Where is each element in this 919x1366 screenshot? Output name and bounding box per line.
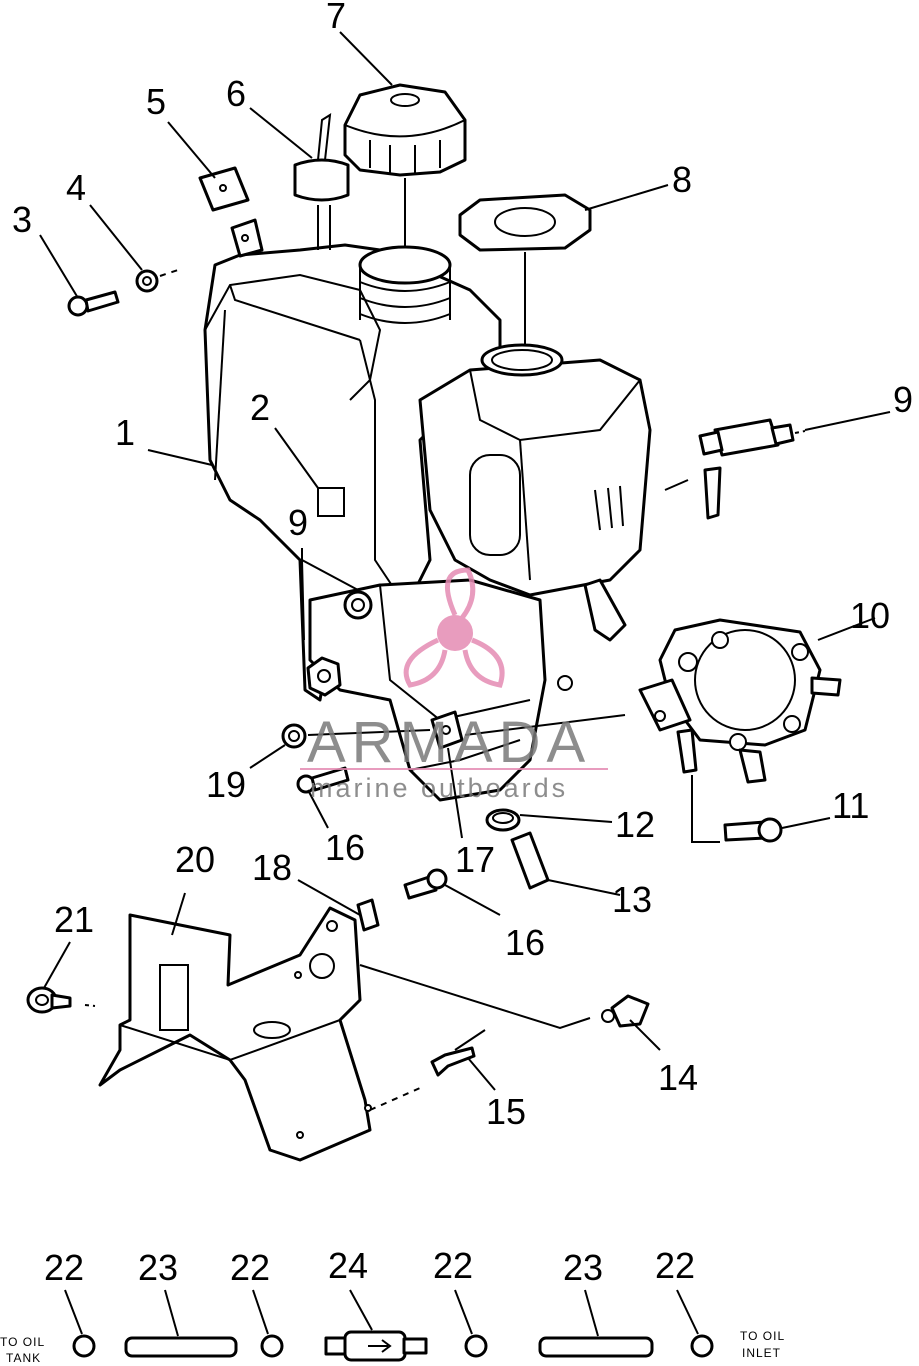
screw-part-16-lower xyxy=(403,868,448,900)
callout-24: 24 xyxy=(328,1245,368,1286)
spacer-part-18 xyxy=(356,898,380,932)
level-sender-part-6 xyxy=(293,113,350,250)
callout-13: 13 xyxy=(612,879,652,920)
watermark-tagline: marine outboards xyxy=(310,773,568,803)
callout-17: 17 xyxy=(455,839,495,880)
callout-23-b: 23 xyxy=(563,1247,603,1288)
inline-filter-part-24 xyxy=(324,1330,428,1362)
callout-2: 2 xyxy=(250,387,270,428)
callout-numbers: 7 6 5 4 3 8 1 2 9 9 10 19 11 12 16 17 20… xyxy=(12,0,913,1288)
armada-watermark: ARMADA marine outboards xyxy=(300,567,608,803)
callout-20: 20 xyxy=(175,839,215,880)
washer-part-4 xyxy=(135,269,179,293)
callout-3: 3 xyxy=(12,199,32,240)
watermark-propeller-icon xyxy=(403,567,505,688)
callout-6: 6 xyxy=(226,73,246,114)
tank-filler-neck-reservoir xyxy=(480,343,564,377)
oil-reservoir xyxy=(418,358,652,642)
rivet-part-15 xyxy=(369,1029,486,1111)
grommet-part-17 xyxy=(430,710,464,750)
hose-fitting-part-13 xyxy=(510,831,550,890)
callout-7: 7 xyxy=(326,0,346,36)
callout-16-lower: 16 xyxy=(505,922,545,963)
callout-10: 10 xyxy=(850,595,890,636)
filler-cap-part-7 xyxy=(343,83,467,248)
washer-part-19 xyxy=(281,723,431,749)
callout-22-c: 22 xyxy=(433,1245,473,1286)
callout-12: 12 xyxy=(615,804,655,845)
shutoff-valve-part-9 xyxy=(664,418,806,520)
callout-1: 1 xyxy=(115,412,135,453)
fitting-nut-part-9-left xyxy=(306,590,373,697)
callout-16-upper: 16 xyxy=(325,827,365,868)
screw-part-16-upper xyxy=(296,766,350,794)
retaining-clip-part-5 xyxy=(198,166,264,258)
callout-5: 5 xyxy=(146,81,166,122)
oil-tank-part-1 xyxy=(203,243,502,702)
callout-21: 21 xyxy=(54,899,94,940)
label-to-oil-tank-line2: TANK xyxy=(6,1351,41,1365)
hose-assembly-row xyxy=(64,1289,714,1362)
callout-9-left: 9 xyxy=(288,502,308,543)
label-to-oil-tank-line1: TO OIL xyxy=(0,1335,45,1349)
grommet-part-12 xyxy=(485,808,521,832)
callout-23-a: 23 xyxy=(138,1247,178,1288)
cap-gasket-part-8 xyxy=(458,193,592,345)
callout-22-b: 22 xyxy=(230,1247,270,1288)
watermark-brand: ARMADA xyxy=(307,710,591,775)
label-to-oil-inlet-line1: TO OIL xyxy=(740,1329,785,1343)
leader-lines xyxy=(39,31,891,1091)
callout-9-right: 9 xyxy=(893,379,913,420)
callout-8: 8 xyxy=(672,159,692,200)
callout-22-a: 22 xyxy=(44,1247,84,1288)
callout-15: 15 xyxy=(486,1091,526,1132)
callout-19: 19 xyxy=(206,764,246,805)
screw-part-11 xyxy=(691,775,783,843)
callout-22-d: 22 xyxy=(655,1245,695,1286)
callout-4: 4 xyxy=(66,167,86,208)
callout-18: 18 xyxy=(252,847,292,888)
callout-11: 11 xyxy=(832,785,869,826)
grommet-part-21 xyxy=(26,986,96,1014)
mounting-bracket-part-20 xyxy=(98,906,372,1162)
hose-clamp-part-14 xyxy=(359,964,650,1030)
tank-label-decal xyxy=(317,487,345,517)
oil-pump-part-10 xyxy=(638,618,842,784)
callout-14: 14 xyxy=(658,1057,698,1098)
label-to-oil-inlet-line2: INLET xyxy=(742,1346,781,1360)
hose-endpoint-labels: TO OIL TANK TO OIL INLET xyxy=(0,1329,785,1365)
